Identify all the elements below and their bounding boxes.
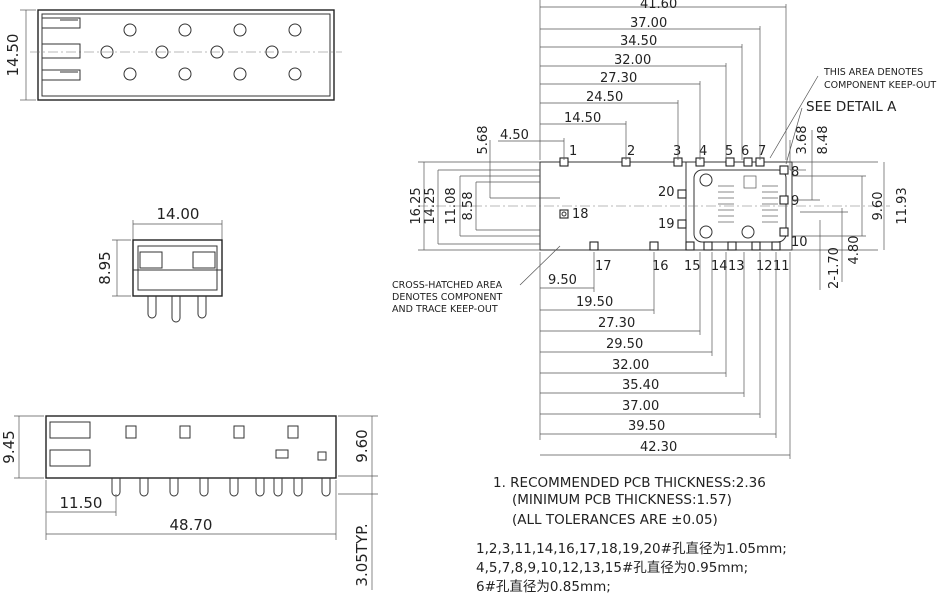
top-dim-5: 27.30 bbox=[600, 71, 637, 86]
pcb-footprint: 1 2 3 4 5 6 7 8 9 10 18 19 20 17 16 15 1… bbox=[392, 0, 936, 459]
keepout-callout-line1: THIS AREA DENOTES bbox=[823, 67, 923, 78]
pin-label-4: 4 bbox=[699, 144, 707, 159]
pin-label-6: 6 bbox=[741, 144, 749, 159]
pin-label-20: 20 bbox=[658, 185, 675, 200]
pin-label-19: 19 bbox=[658, 217, 675, 232]
note-line-2: (MINIMUM PCB THICKNESS:1.57) bbox=[512, 492, 732, 508]
top-view-height-label: 14.50 bbox=[4, 34, 22, 77]
top-dim-4: 32.00 bbox=[614, 53, 651, 68]
pin-label-11: 11 bbox=[773, 259, 790, 274]
hatch-callout-line3: AND TRACE KEEP-OUT bbox=[392, 304, 498, 315]
front-view-height-label: 8.95 bbox=[96, 251, 114, 284]
pin-label-1: 1 bbox=[569, 144, 577, 159]
pin-label-12: 12 bbox=[756, 259, 773, 274]
hatch-callout-line1: CROSS-HATCHED AREA bbox=[392, 280, 503, 291]
top-dim-6: 24.50 bbox=[586, 90, 623, 105]
note-line-4: 1,2,3,11,14,16,17,18,19,20#孔直径为1.05mm; bbox=[476, 541, 787, 557]
bottom-dim-4: 29.50 bbox=[606, 337, 643, 352]
side-view-pcb-height-label: 9.60 bbox=[353, 429, 371, 462]
bottom-dim-6: 35.40 bbox=[622, 378, 659, 393]
right-dim-3: 9.60 bbox=[871, 192, 886, 221]
pin-label-15: 15 bbox=[684, 259, 701, 274]
bottom-dim-1: 9.50 bbox=[548, 273, 577, 288]
right-dim-6: 4.80 bbox=[847, 236, 862, 265]
pin-label-10: 10 bbox=[791, 235, 808, 250]
side-view-height-label: 9.45 bbox=[0, 430, 18, 463]
front-view-width-label: 14.00 bbox=[157, 205, 200, 223]
top-dim-7: 14.50 bbox=[564, 111, 601, 126]
detail-callout: SEE DETAIL A bbox=[806, 99, 897, 115]
pin-label-17: 17 bbox=[595, 259, 612, 274]
hatch-callout-line2: DENOTES COMPONENT bbox=[392, 292, 502, 303]
pin-label-13: 13 bbox=[728, 259, 745, 274]
pin-label-7: 7 bbox=[758, 144, 766, 159]
bottom-dim-5: 32.00 bbox=[612, 358, 649, 373]
right-dim-5: 2-1.70 bbox=[827, 247, 842, 289]
note-line-1: 1. RECOMMENDED PCB THICKNESS:2.36 bbox=[493, 475, 766, 491]
top-dim-3: 34.50 bbox=[620, 34, 657, 49]
front-view: 14.00 8.95 bbox=[96, 205, 223, 323]
pin-label-18: 18 bbox=[572, 207, 589, 222]
pin-label-2: 2 bbox=[627, 144, 635, 159]
pin-label-5: 5 bbox=[725, 144, 733, 159]
left-dim-4: 11.08 bbox=[444, 187, 459, 224]
pin-label-16: 16 bbox=[652, 259, 669, 274]
top-dim-8: 4.50 bbox=[500, 128, 529, 143]
bottom-dim-2: 19.50 bbox=[576, 295, 613, 310]
note-line-5: 4,5,7,8,9,10,12,13,15#孔直径为0.95mm; bbox=[476, 560, 748, 576]
top-dim-1: 41.60 bbox=[640, 0, 677, 12]
note-line-6: 6#孔直径为0.85mm; bbox=[476, 579, 611, 595]
bottom-dim-7: 37.00 bbox=[622, 399, 659, 414]
side-view-length-label: 48.70 bbox=[170, 516, 213, 534]
right-dim-2: 8.48 bbox=[816, 126, 831, 155]
left-dim-5: 8.58 bbox=[461, 192, 476, 221]
bottom-dim-9: 42.30 bbox=[640, 440, 677, 455]
pin-label-14: 14 bbox=[711, 259, 728, 274]
top-dim-2: 37.00 bbox=[630, 16, 667, 31]
left-dim-3: 14.25 bbox=[423, 187, 438, 224]
note-line-3: (ALL TOLERANCES ARE ±0.05) bbox=[512, 512, 718, 528]
side-view-typ-label: 3.05TYP. bbox=[353, 523, 371, 586]
top-view: 14.50 bbox=[4, 9, 342, 101]
side-view-offset-label: 11.50 bbox=[60, 494, 103, 512]
left-dim-2: 16.25 bbox=[409, 187, 424, 224]
side-view: 9.45 11.50 48.70 9.60 3.05TYP. bbox=[0, 415, 378, 590]
notes-block: 1. RECOMMENDED PCB THICKNESS:2.36 (MINIM… bbox=[476, 475, 787, 595]
keepout-callout-line2: COMPONENT KEEP-OUT bbox=[824, 80, 936, 91]
bottom-dim-8: 39.50 bbox=[628, 419, 665, 434]
pin-label-8: 8 bbox=[791, 165, 799, 180]
bottom-dim-3: 27.30 bbox=[598, 316, 635, 331]
left-dim-1: 5.68 bbox=[476, 126, 491, 155]
pin-label-3: 3 bbox=[673, 144, 681, 159]
pin-label-9: 9 bbox=[791, 194, 799, 209]
right-dim-4: 11.93 bbox=[895, 187, 910, 224]
right-dim-1: 3.68 bbox=[795, 126, 810, 155]
